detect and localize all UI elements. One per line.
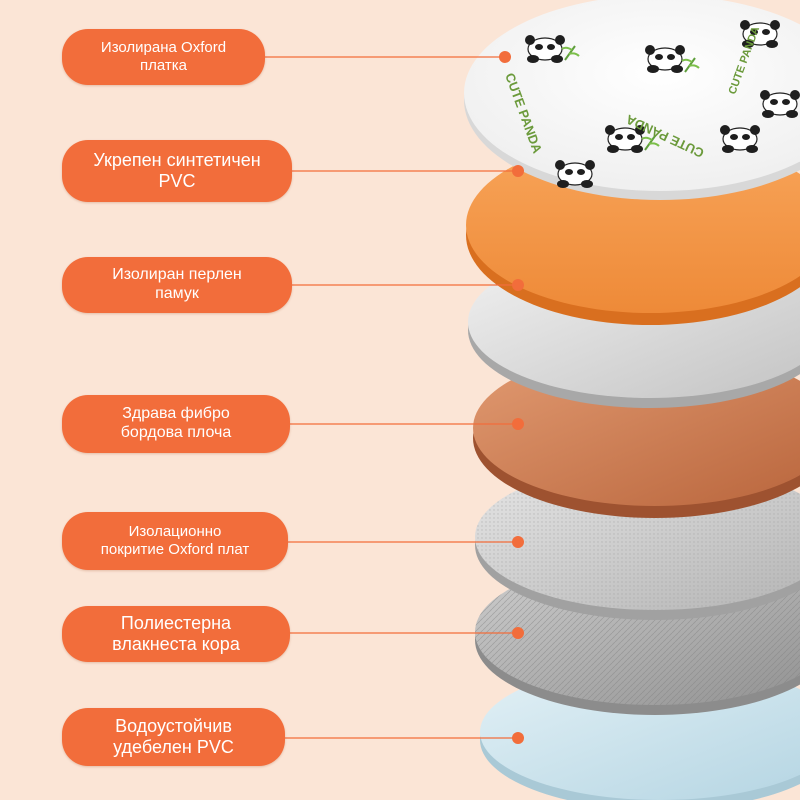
disc-oxford-cloth: CUTE PANDA CUTE PANDA CUTE PANDA bbox=[464, 0, 800, 200]
layer-label-text: Изолиран перлен памук bbox=[112, 266, 242, 302]
leader-dot-5 bbox=[512, 536, 524, 548]
layer-label-text: Полиестерна влакнеста кора bbox=[112, 612, 240, 654]
layer-label-text: Изолационно покритие Oxford плат bbox=[100, 523, 250, 558]
leader-dot-4 bbox=[512, 418, 524, 430]
leader-lines bbox=[265, 56, 518, 739]
layer-label-text: Водоустойчив удебелен PVC bbox=[113, 715, 234, 757]
layer-label-fiberboard: Здрава фибро бордова плоча bbox=[62, 395, 290, 453]
layer-label-pearl-cotton: Изолиран перлен памук bbox=[62, 257, 292, 313]
layer-label-oxford-coating: Изолационно покритие Oxford плат bbox=[62, 512, 288, 570]
layer-label-waterproof-pvc: Водоустойчив удебелен PVC bbox=[62, 708, 285, 766]
layer-label-text: Укрепен синтетичен PVC bbox=[93, 149, 261, 191]
leader-dots bbox=[499, 51, 524, 744]
layer-label-pvc-reinforced: Укрепен синтетичен PVC bbox=[62, 140, 292, 202]
layer-label-polyester-fiber: Полиестерна влакнеста кора bbox=[62, 606, 290, 662]
layer-label-text: Здрава фибро бордова плоча bbox=[120, 405, 232, 441]
leader-dot-7 bbox=[512, 732, 524, 744]
leader-dot-2 bbox=[512, 165, 524, 177]
leader-dot-6 bbox=[512, 627, 524, 639]
leader-dot-1 bbox=[499, 51, 511, 63]
layer-label-text: Изолирана Oxford платка bbox=[100, 39, 227, 74]
leader-dot-3 bbox=[512, 279, 524, 291]
layer-label-oxford-cloth: Изолирана Oxford платка bbox=[62, 29, 265, 85]
